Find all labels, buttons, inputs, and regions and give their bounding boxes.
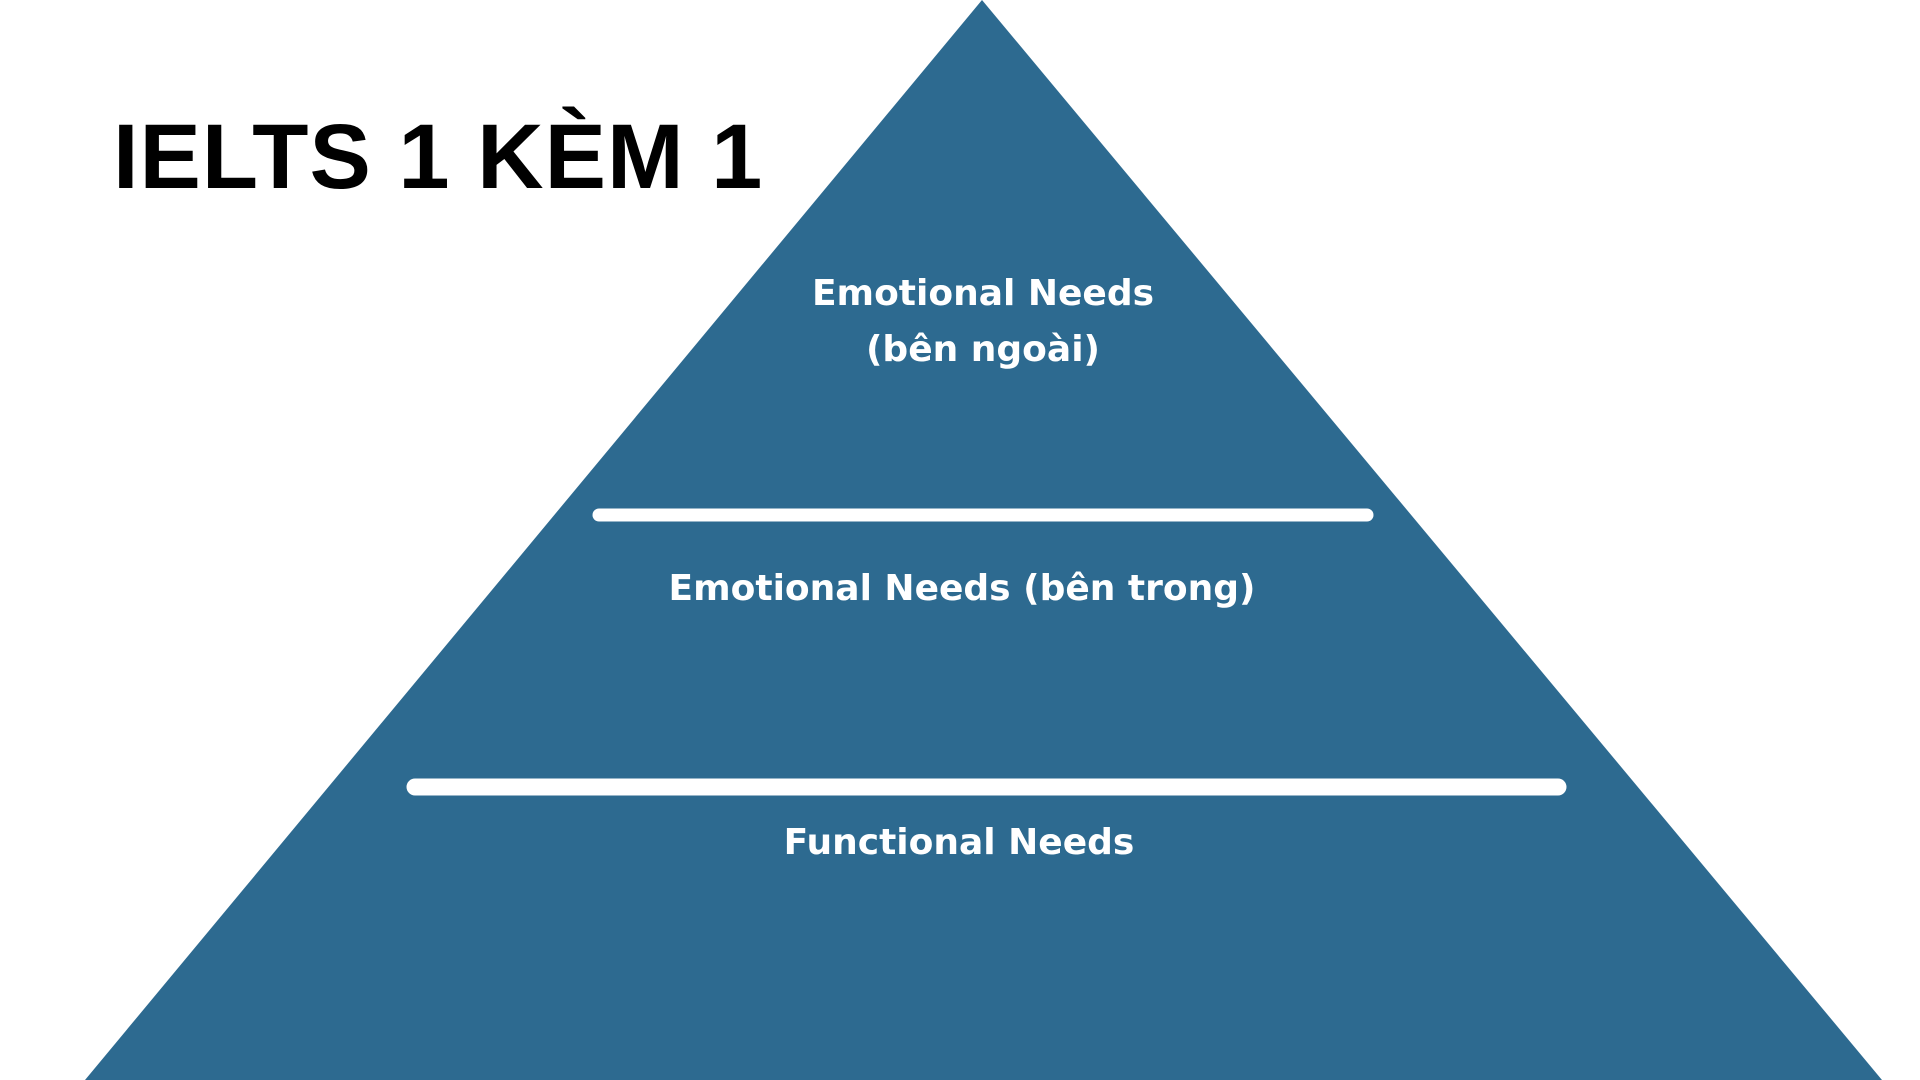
tier-top-line2: (bên ngoài) bbox=[865, 329, 1101, 370]
tier-bottom-line1: Functional Needs bbox=[783, 822, 1135, 863]
tier-top-line1: Emotional Needs bbox=[811, 273, 1155, 314]
tier-label-top: Emotional Needs (bên ngoài) bbox=[812, 266, 1154, 378]
tier-middle-line1: Emotional Needs (bên trong) bbox=[668, 568, 1256, 609]
tier-label-middle: Emotional Needs (bên trong) bbox=[669, 561, 1256, 617]
page-title: IELTS 1 KÈM 1 bbox=[113, 106, 764, 208]
tier-label-bottom: Functional Needs bbox=[784, 815, 1135, 871]
pyramid-shape bbox=[85, 0, 1882, 1080]
